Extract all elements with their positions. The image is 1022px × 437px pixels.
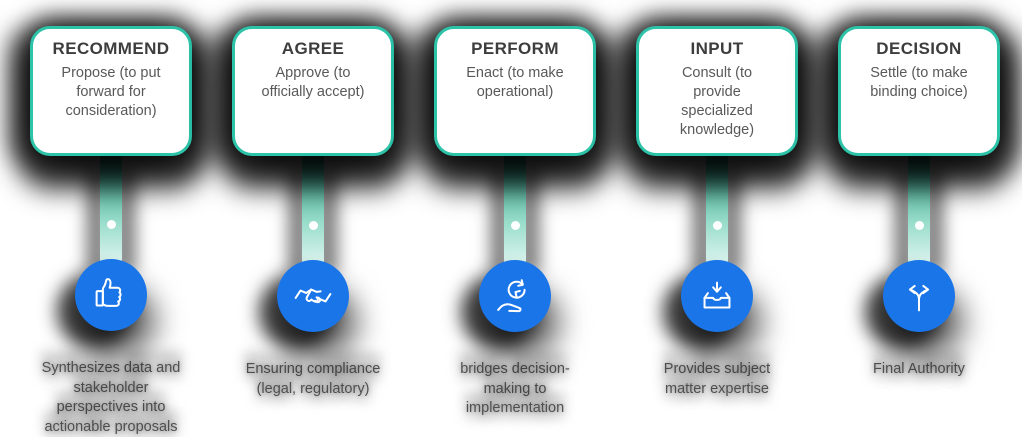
role-card: RECOMMEND Propose (to put forward for co…: [30, 26, 192, 156]
role-title: PERFORM: [471, 39, 559, 58]
role-card: AGREE Approve (to officially accept): [232, 26, 394, 156]
connector-stem: [706, 156, 728, 262]
role-card: INPUT Consult (to provide specialized kn…: [636, 26, 798, 156]
role-caption: Final Authority: [873, 361, 965, 377]
connector-stem: [908, 156, 930, 262]
role-definition: Propose (to put forward for consideratio…: [61, 65, 161, 119]
rapid-column-decision: DECISION Settle (to make binding choice)…: [818, 0, 1020, 437]
rapid-column-recommend: RECOMMEND Propose (to put forward for co…: [10, 0, 212, 437]
handshake-icon: [277, 260, 349, 332]
role-definition: Approve (to officially accept): [261, 65, 365, 100]
role-definition: Enact (to make operational): [466, 65, 564, 100]
role-title: AGREE: [281, 39, 345, 58]
role-title: DECISION: [876, 39, 962, 58]
role-caption: Ensuring compliance (legal, regulatory): [245, 361, 381, 397]
fork-arrows-icon: [883, 260, 955, 332]
connector-dot: [712, 220, 722, 230]
connector-dot: [914, 220, 924, 230]
connector-dot: [106, 220, 116, 230]
rapid-column-input: INPUT Consult (to provide specialized kn…: [616, 0, 818, 437]
role-definition: Settle (to make binding choice): [870, 65, 968, 100]
thumbs-up-icon: [75, 259, 147, 331]
connector-dot: [510, 220, 520, 230]
rapid-column-agree: AGREE Approve (to officially accept): [212, 0, 414, 437]
role-title: RECOMMEND: [52, 39, 170, 58]
connector-dot: [308, 220, 318, 230]
connector-stem: [504, 156, 526, 262]
hand-cycle-icon: [479, 260, 551, 332]
role-caption: bridges decision- making to implementati…: [460, 361, 570, 416]
role-caption: Synthesizes data and stakeholder perspec…: [41, 360, 181, 435]
role-card: PERFORM Enact (to make operational): [434, 26, 596, 156]
connector-stem: [100, 155, 122, 262]
rapid-column-perform: PERFORM Enact (to make operational) brid…: [414, 0, 616, 437]
role-card: DECISION Settle (to make binding choice): [838, 26, 1000, 156]
role-definition: Consult (to provide specialized knowledg…: [679, 65, 755, 138]
connector-stem: [302, 156, 324, 262]
inbox-arrow-icon: [681, 260, 753, 332]
framework-columns-row: RECOMMEND Propose (to put forward for co…: [10, 0, 1022, 437]
role-title: INPUT: [690, 39, 744, 58]
role-caption: Provides subject matter expertise: [663, 361, 771, 397]
